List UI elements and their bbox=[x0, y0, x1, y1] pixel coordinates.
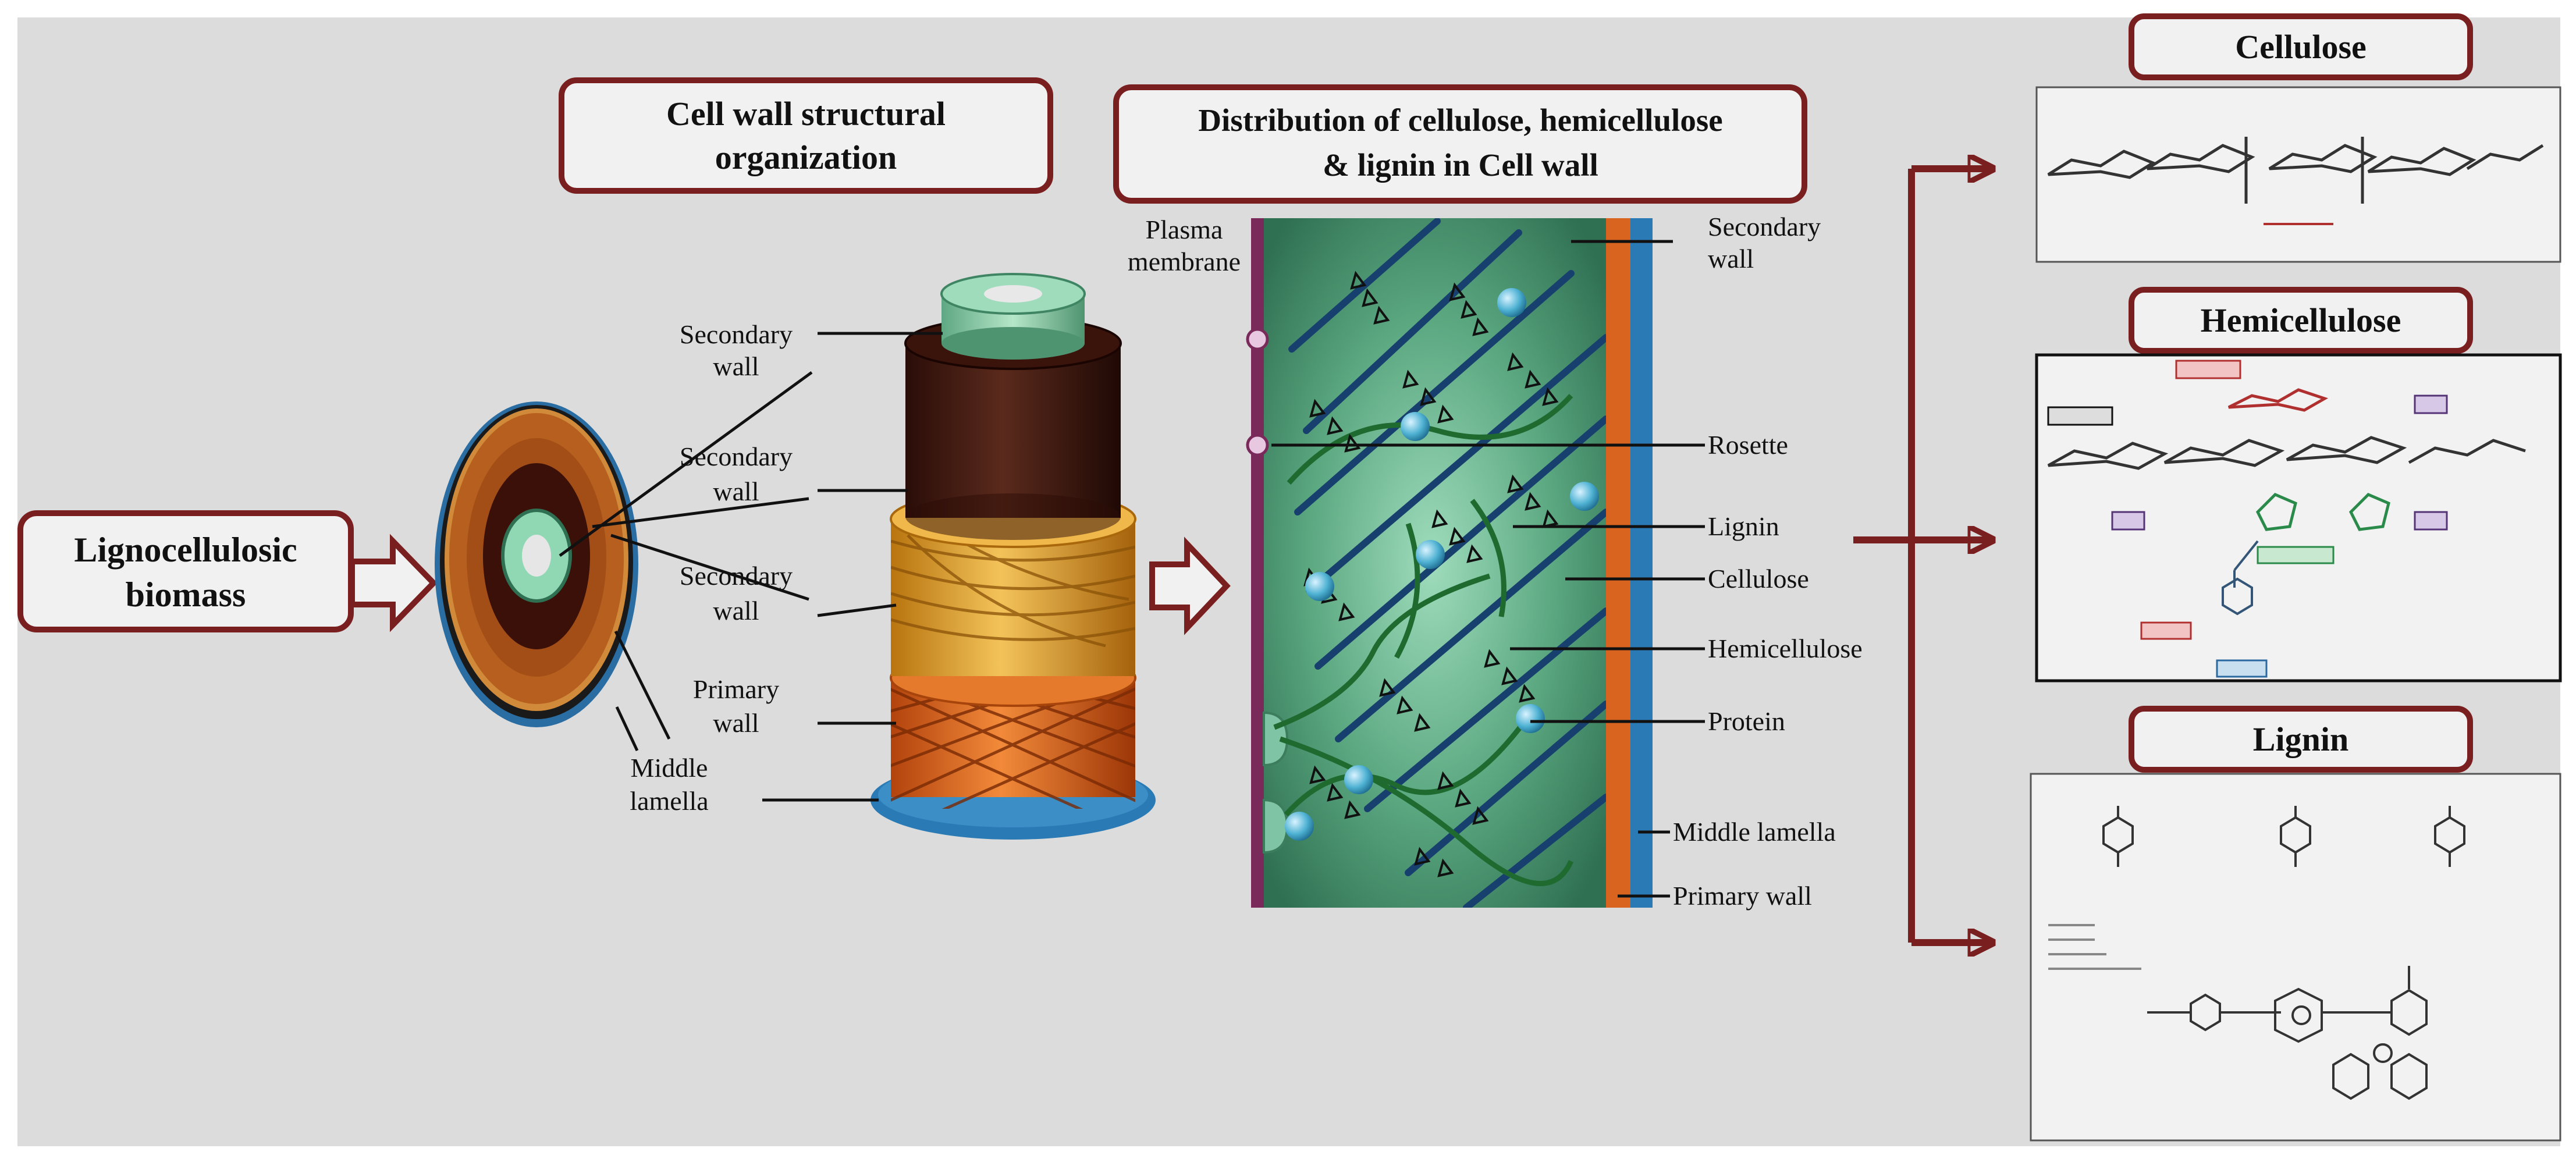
protein-globules bbox=[1285, 288, 1599, 841]
organization-title-box: Cell wall structural organization bbox=[559, 77, 1053, 194]
secondary-wall-2-label-l1: Secondary bbox=[680, 442, 793, 471]
cell-wall-cylinder bbox=[870, 273, 1156, 840]
lignin-title-box: Lignin bbox=[2129, 706, 2473, 773]
secondary-wall-1-label-l2: wall bbox=[713, 351, 759, 381]
layer-leader-lines bbox=[559, 332, 943, 802]
middle-lamella-label-l1: Middle bbox=[631, 753, 708, 783]
lignin-label: Lignin bbox=[1708, 511, 1779, 541]
lignin-structure-panel bbox=[2030, 773, 2561, 1142]
biomass-title-box: Lignocellulosic biomass bbox=[17, 510, 354, 632]
hemicellulose-title: Hemicellulose bbox=[2201, 301, 2401, 339]
hemicellulose-label: Hemicellulose bbox=[1708, 634, 1863, 663]
cellulose-title-box: Cellulose bbox=[2129, 13, 2473, 80]
primary-wall-label-l1: Primary bbox=[693, 674, 779, 704]
hemicellulose-strands bbox=[1273, 393, 1574, 887]
rosette-label: Rosette bbox=[1708, 430, 1788, 460]
secondary-wall-3-label-l1: Secondary bbox=[680, 561, 793, 591]
arrow-to-cross-section bbox=[349, 534, 438, 632]
organization-title-line2: organization bbox=[715, 138, 897, 176]
middle-lamella-label-l2: lamella bbox=[630, 786, 708, 816]
distribution-title-line1: Distribution of cellulose, hemicellulose bbox=[1198, 102, 1722, 138]
primary-wall-label-l2: wall bbox=[713, 708, 759, 738]
fiber-cross-section bbox=[435, 401, 638, 727]
secondary-wall-1-label-l1: Secondary bbox=[680, 319, 793, 349]
biomass-title-line1: Lignocellulosic bbox=[74, 531, 297, 569]
plasma-membrane-label-l2: membrane bbox=[1128, 247, 1241, 276]
layer-labels: Secondary wall Secondary wall Secondary … bbox=[630, 319, 793, 816]
cellulose-title: Cellulose bbox=[2235, 28, 2367, 66]
primary-wall-label: Primary wall bbox=[1673, 881, 1812, 911]
distribution-title-box: Distribution of cellulose, hemicellulose… bbox=[1113, 84, 1807, 204]
organization-title-line1: Cell wall structural bbox=[666, 95, 946, 133]
arrow-to-wall-detail bbox=[1149, 536, 1231, 635]
plasma-membrane-label-l1: Plasma bbox=[1146, 215, 1223, 244]
secondary-wall-2-label-l2: wall bbox=[713, 477, 759, 506]
lignin-network bbox=[1303, 271, 1559, 877]
branching-arrows bbox=[1853, 169, 1990, 943]
secondary-wall-label-l2: wall bbox=[1708, 244, 1754, 273]
hemicellulose-structure-panel bbox=[2035, 353, 2562, 682]
rosette-complex bbox=[1246, 433, 1269, 457]
secondary-wall-label-l1: Secondary bbox=[1708, 212, 1821, 241]
distribution-title-line2: & lignin in Cell wall bbox=[1323, 147, 1598, 183]
lignin-title: Lignin bbox=[2253, 720, 2348, 758]
middle-lamella-label: Middle lamella bbox=[1673, 817, 1836, 847]
cellulose-label: Cellulose bbox=[1708, 564, 1809, 593]
hemicellulose-title-box: Hemicellulose bbox=[2129, 287, 2473, 354]
secondary-wall-3-label-l2: wall bbox=[713, 596, 759, 625]
cell-wall-detail bbox=[1246, 218, 1653, 908]
cellulose-structure-panel bbox=[2035, 86, 2561, 263]
biomass-title-line2: biomass bbox=[126, 575, 246, 614]
wall-labels: Plasma membrane Secondary wall Rosette L… bbox=[1128, 212, 1863, 911]
rosette-complex bbox=[1246, 328, 1269, 351]
protein-label: Protein bbox=[1708, 706, 1785, 736]
wall-leader-lines bbox=[1271, 240, 1705, 898]
